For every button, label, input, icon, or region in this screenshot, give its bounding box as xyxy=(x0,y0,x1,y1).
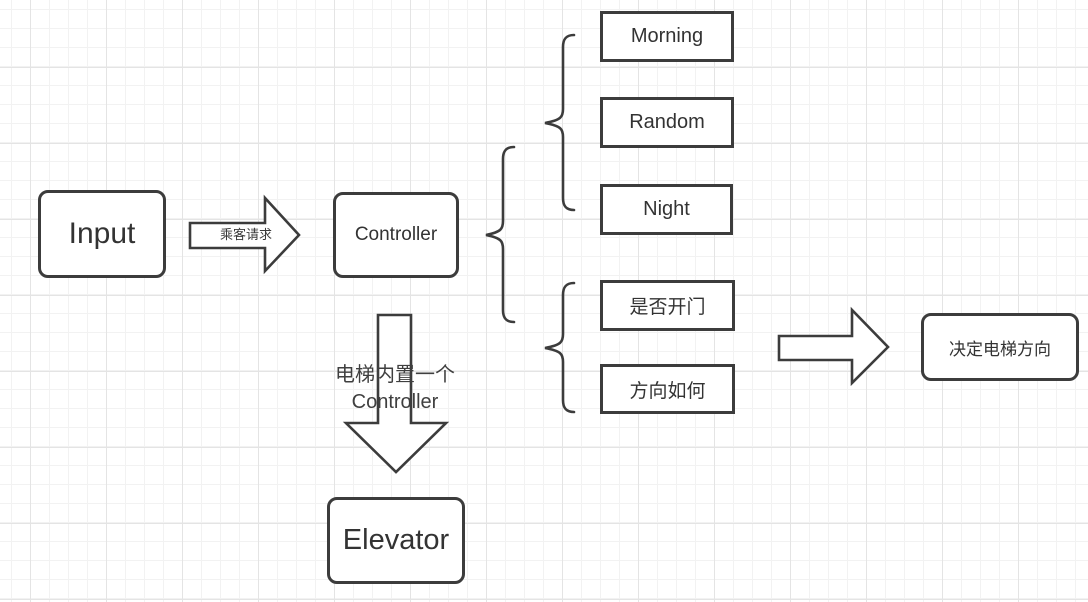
node-night-label: Night xyxy=(643,198,690,220)
arrow-decide-direction[interactable] xyxy=(777,306,890,387)
node-night[interactable]: Night xyxy=(600,184,733,235)
brace-decisions[interactable] xyxy=(544,281,576,414)
node-elevator[interactable]: Elevator xyxy=(327,497,465,584)
node-random[interactable]: Random xyxy=(600,97,734,148)
node-direction-label: 方向如何 xyxy=(629,380,706,402)
node-controller[interactable]: Controller xyxy=(333,192,459,278)
brace-main[interactable] xyxy=(485,145,516,324)
node-elevator-label: Elevator xyxy=(342,524,450,556)
passenger-request-text: 乘客请求 xyxy=(219,227,272,242)
edge-label-builtin-controller: 电梯内置一个 Controller xyxy=(310,362,480,416)
builtin-controller-line2: Controller xyxy=(351,391,439,413)
node-decide-direction[interactable]: 决定电梯方向 xyxy=(921,313,1079,381)
arrow-passenger-request[interactable] xyxy=(188,194,301,275)
edge-label-passenger-request: 乘客请求 xyxy=(192,227,300,243)
node-controller-label: Controller xyxy=(354,224,438,245)
node-morning-label: Morning xyxy=(630,25,704,47)
node-morning[interactable]: Morning xyxy=(600,11,734,62)
node-random-label: Random xyxy=(629,111,705,133)
node-open-door-label: 是否开门 xyxy=(629,297,706,318)
node-decide-direction-label: 决定电梯方向 xyxy=(949,339,1051,359)
node-direction[interactable]: 方向如何 xyxy=(600,364,735,414)
node-input[interactable]: Input xyxy=(38,190,166,278)
node-open-door[interactable]: 是否开门 xyxy=(600,280,735,331)
builtin-controller-line1: 电梯内置一个 xyxy=(335,364,455,386)
brace-modes[interactable] xyxy=(544,33,576,212)
node-input-label: Input xyxy=(68,217,136,250)
arrow-builtin-controller[interactable] xyxy=(342,313,450,474)
